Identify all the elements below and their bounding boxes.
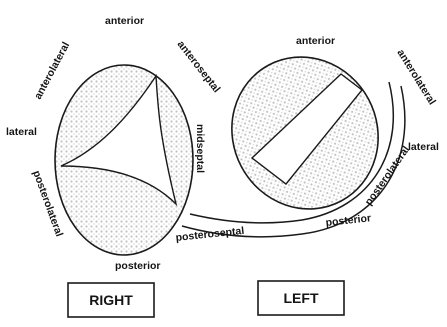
right-label-posterior: posterior bbox=[115, 260, 161, 272]
left-label-anterior: anterior bbox=[296, 35, 335, 47]
right-label-anteroseptal: anteroseptal bbox=[175, 38, 223, 95]
left-box-label: LEFT bbox=[284, 290, 319, 306]
left-label-anterolateral: anterolateral bbox=[394, 47, 438, 107]
right-label-lateral: lateral bbox=[6, 126, 37, 138]
right-label-anterolateral: anterolateral bbox=[32, 40, 72, 101]
right-label-anterior: anterior bbox=[105, 15, 144, 27]
right-label-midseptal: midseptal bbox=[194, 124, 206, 173]
left-label-posterior: posterior bbox=[325, 212, 372, 229]
left-label-lateral: lateral bbox=[408, 141, 439, 153]
right-box-label: RIGHT bbox=[89, 292, 133, 308]
